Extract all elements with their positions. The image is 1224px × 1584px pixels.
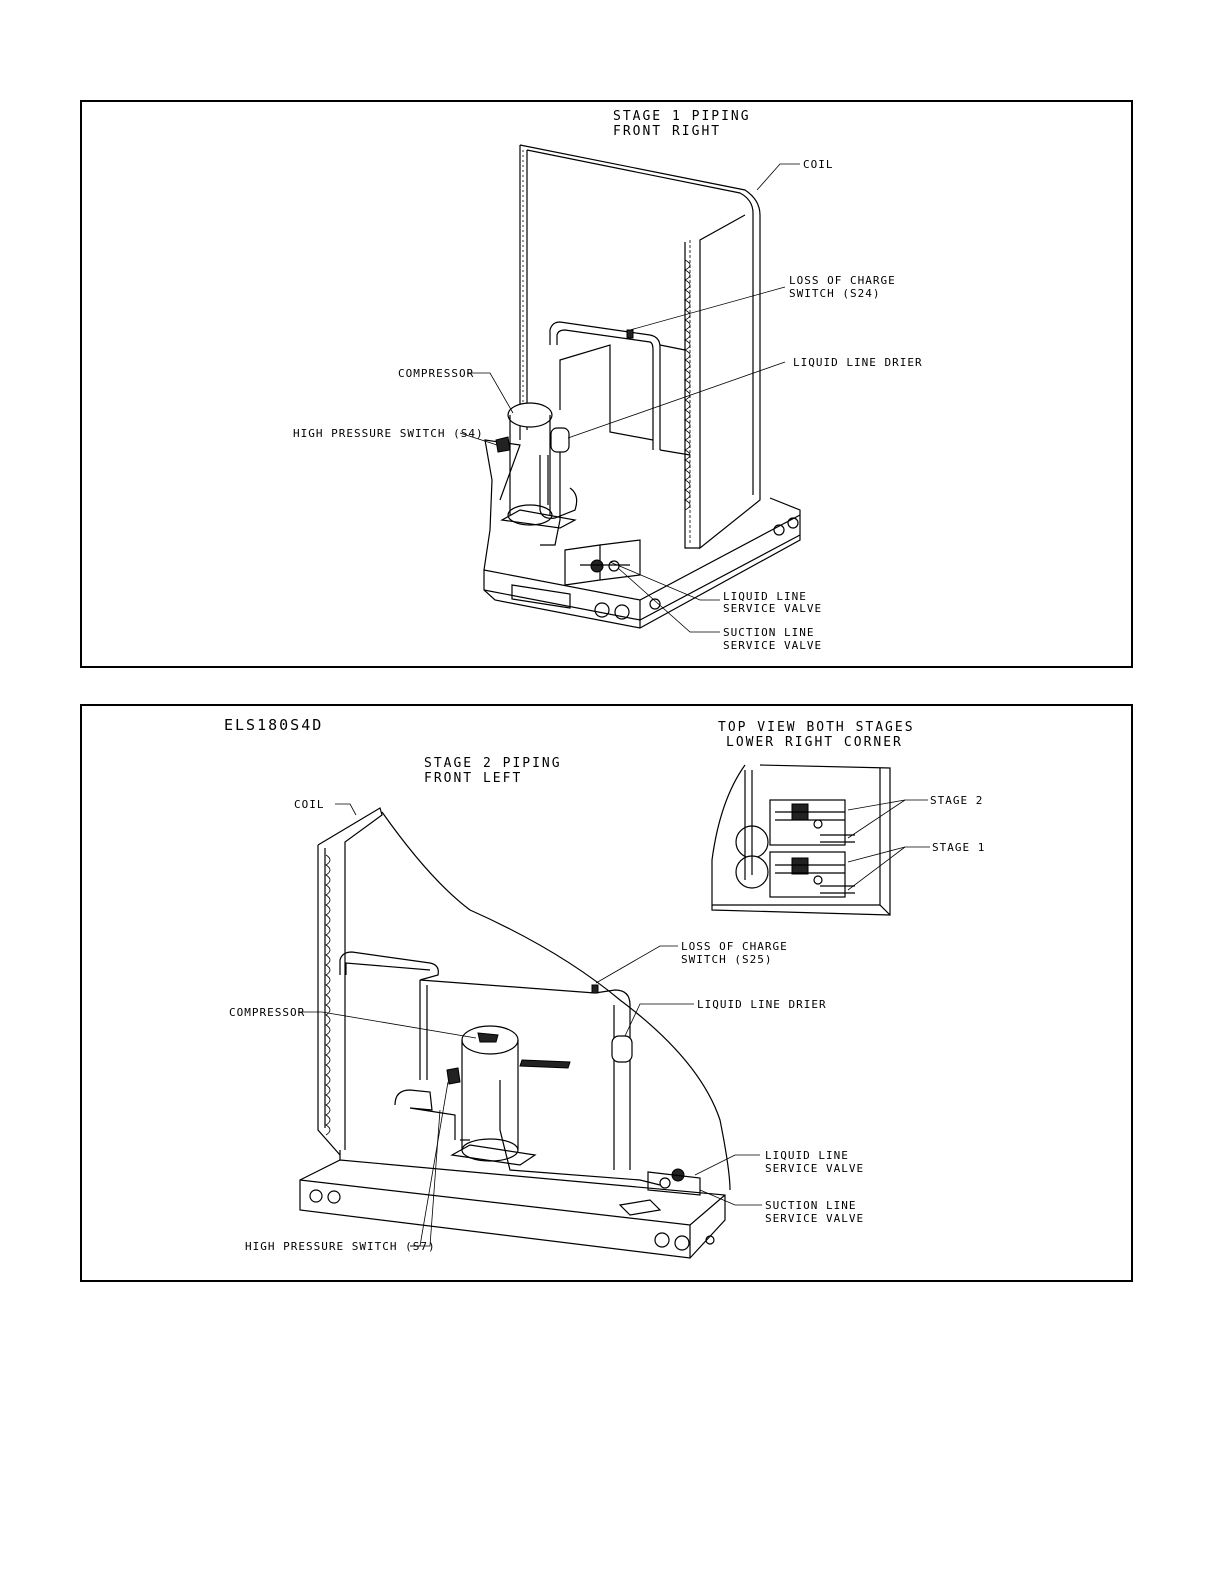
- inset-leader-lines: [847, 799, 930, 891]
- stage2-base-decal: [519, 1059, 571, 1069]
- inset-title-line1: TOP VIEW BOTH STAGES: [718, 720, 915, 735]
- inset-stage1-valve: [769, 851, 855, 898]
- stage2-compressor: [450, 1025, 537, 1166]
- inset-title-line2: LOWER RIGHT CORNER: [726, 735, 903, 750]
- inset-stage2-label: STAGE 2: [930, 794, 984, 807]
- stage1-suction-valve-label-line1: SUCTION LINE: [723, 626, 815, 639]
- stage2-loss-of-charge-label-line1: LOSS OF CHARGE: [681, 940, 788, 953]
- stage2-liquid-valve-label-line1: LIQUID LINE: [765, 1149, 849, 1162]
- stage2-knockout-holes: [309, 1189, 715, 1251]
- stage2-title-line1: STAGE 2 PIPING: [424, 756, 562, 771]
- top-view-inset: [711, 764, 930, 916]
- stage1-liquid-line-drier-label: LIQUID LINE DRIER: [793, 356, 923, 369]
- stage2-liquid-valve-label-line2: SERVICE VALVE: [765, 1162, 865, 1175]
- stage2-suction-valve-label-line1: SUCTION LINE: [765, 1199, 857, 1212]
- stage2-suction-valve-label-line2: SERVICE VALVE: [765, 1212, 865, 1225]
- stage2-compressor-label: COMPRESSOR: [229, 1006, 306, 1019]
- stage2-coil-label: COIL: [294, 798, 325, 811]
- stage1-suction-valve-label-line2: SERVICE VALVE: [723, 639, 823, 652]
- inset-compressor-circles: [735, 770, 769, 889]
- stage2-liquid-line-drier: [611, 1035, 633, 1063]
- stage1-coil-label: COIL: [803, 158, 834, 171]
- stage2-liquid-line-drier-label: LIQUID LINE DRIER: [697, 998, 827, 1011]
- stage2-unit-drawing: [298, 803, 762, 1259]
- stage2-coil-frame: [317, 807, 383, 1150]
- stage2-piping-panel: [80, 704, 1133, 1282]
- model-number: ELS180S4D: [224, 716, 324, 734]
- stage1-return-bends: [684, 259, 691, 511]
- stage2-service-valves: [618, 1168, 701, 1216]
- stage2-cutaway-curve: [381, 811, 731, 1191]
- inset-stage2-valve: [769, 799, 855, 846]
- stage1-knockout-holes: [594, 517, 799, 620]
- stage2-leader-lines: [298, 803, 762, 1247]
- stage1-liquid-valve-label-line2: SERVICE VALVE: [723, 602, 823, 615]
- stage2-high-pressure-switch-label: HIGH PRESSURE SWITCH (S7): [245, 1240, 436, 1253]
- stage1-service-valves: [564, 539, 641, 586]
- stage1-compressor: [500, 402, 577, 529]
- stage2-loss-of-charge-label-line2: SWITCH (S25): [681, 953, 773, 966]
- stage1-title-line2: FRONT RIGHT: [613, 124, 722, 139]
- stage1-leader-lines: [459, 163, 800, 633]
- stage1-loss-of-charge-switch: [626, 329, 634, 339]
- stage1-base-rail: [483, 514, 801, 601]
- stage1-unit-drawing: [459, 144, 801, 633]
- stage1-high-pressure-switch-label: HIGH PRESSURE SWITCH (S4): [293, 427, 484, 440]
- stage1-piping-panel: [80, 100, 1133, 668]
- stage1-compressor-label: COMPRESSOR: [398, 367, 475, 380]
- stage2-piping: [339, 951, 661, 1186]
- stage1-liquid-valve-label-line1: LIQUID LINE: [723, 590, 807, 603]
- stage2-loss-of-charge-switch: [591, 984, 599, 994]
- stage1-coil-frame: [519, 144, 761, 550]
- stage1-liquid-line-drier: [550, 427, 570, 453]
- inset-stage1-label: STAGE 1: [932, 841, 986, 854]
- stage1-high-pressure-switch: [495, 436, 511, 453]
- stage1-loss-of-charge-label-line2: SWITCH (S24): [789, 287, 881, 300]
- stage1-title-line1: STAGE 1 PIPING: [613, 109, 751, 124]
- stage2-title-line2: FRONT LEFT: [424, 771, 523, 786]
- stage2-high-pressure-switch: [446, 1067, 461, 1085]
- stage1-loss-of-charge-label-line1: LOSS OF CHARGE: [789, 274, 896, 287]
